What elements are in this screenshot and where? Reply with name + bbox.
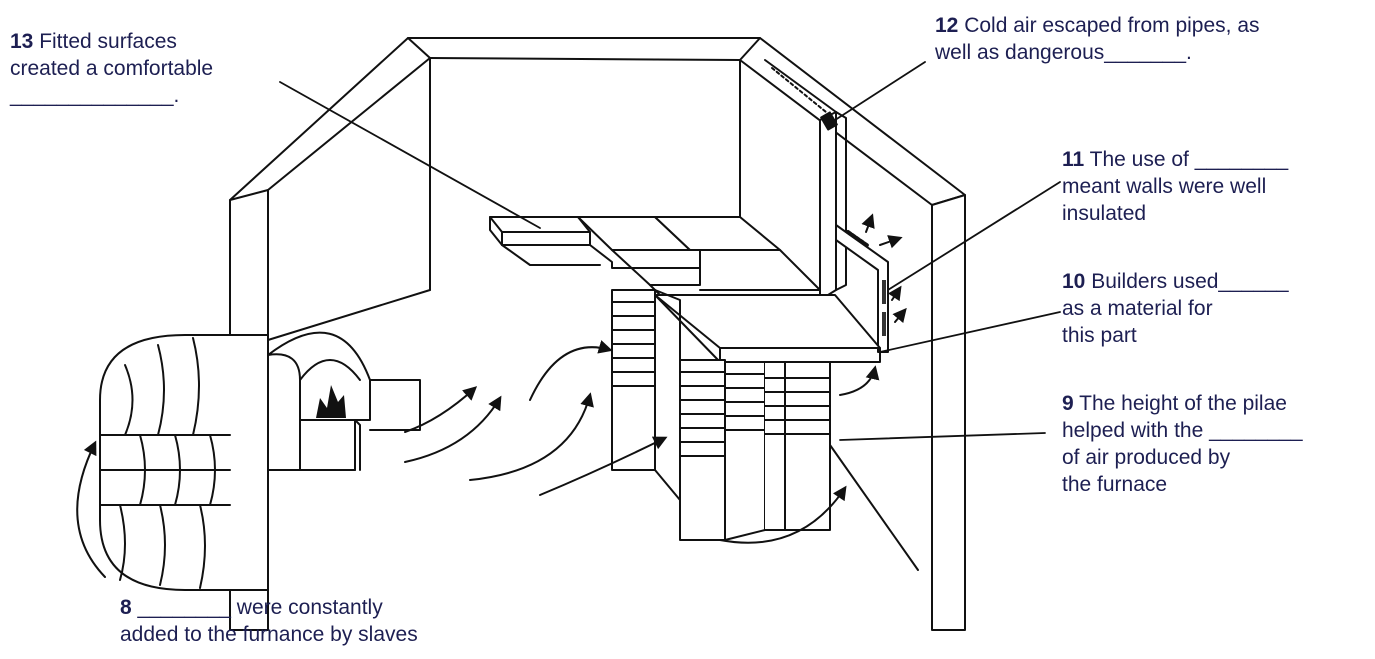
label-11-line2: meant walls were well: [1062, 175, 1267, 198]
leader-lines: [279, 61, 1061, 441]
label-8-blank[interactable]: ________: [137, 596, 231, 619]
label-9-line4: the furnace: [1062, 473, 1168, 496]
label-10: 10 Builders used______ as a material for…: [1062, 268, 1289, 349]
label-8-number: 8: [120, 596, 132, 619]
airflow-arrow-icon: [892, 307, 907, 324]
airflow-arrow-icon: [529, 340, 613, 401]
airflow-arrow-icon: [404, 395, 502, 463]
furnace: [99, 331, 421, 591]
label-12-line2[interactable]: well as dangerous_______.: [935, 41, 1192, 64]
airflow-arrow-icon: [879, 235, 903, 249]
leader-line-13: [279, 81, 541, 229]
airflow-arrow-icon: [404, 386, 478, 433]
label-11: 11 The use of ________ meant walls were …: [1062, 146, 1288, 227]
label-10-number: 10: [1062, 270, 1086, 293]
airflow-arrow-icon: [887, 285, 902, 302]
label-13-number: 13: [10, 30, 34, 53]
airflow-arrow-icon: [839, 365, 880, 396]
label-9-number: 9: [1062, 392, 1074, 415]
airflow-arrow-icon: [861, 213, 875, 233]
airflow-arrows: [76, 213, 907, 578]
airflow-arrow-icon: [469, 392, 594, 481]
label-11-number: 11: [1062, 148, 1085, 171]
leader-line-10: [879, 311, 1061, 353]
airflow-arrow-icon: [76, 440, 106, 578]
label-12: 12 Cold air escaped from pipes, as well …: [935, 12, 1260, 66]
wall-flue-tiles: [764, 59, 889, 353]
airflow-arrow-icon: [719, 485, 847, 544]
label-9-line2[interactable]: helped with the ________: [1062, 419, 1303, 442]
label-11-line3: insulated: [1062, 202, 1147, 225]
leader-line-9: [839, 432, 1046, 441]
label-9-line1: The height of the pilae: [1073, 392, 1287, 415]
label-9: 9 The height of the pilae helped with th…: [1062, 390, 1303, 498]
leader-line-12: [831, 61, 926, 123]
label-10-line1[interactable]: Builders used______: [1085, 270, 1289, 293]
label-13: 13 Fitted surfaces created a comfortable…: [10, 28, 213, 109]
label-9-line3: of air produced by: [1062, 446, 1231, 469]
airflow-arrow-icon: [539, 436, 668, 496]
label-10-line2: as a material for: [1062, 297, 1213, 320]
label-13-line2: created a comfortable: [10, 57, 214, 80]
label-12-number: 12: [935, 14, 959, 37]
label-8-line1: were constantly: [230, 596, 383, 619]
label-13-blank[interactable]: ______________.: [10, 84, 180, 107]
label-8: 8 ________ were constantly added to the …: [120, 594, 418, 648]
fire-icon: [316, 385, 346, 418]
label-12-line1: Cold air escaped from pipes, as: [958, 14, 1260, 37]
label-13-line1: Fitted surfaces: [33, 30, 177, 53]
label-10-line3: this part: [1062, 324, 1137, 347]
leader-line-11: [887, 181, 1061, 291]
label-11-line1[interactable]: The use of ________: [1084, 148, 1289, 171]
label-8-line2: added to the furnance by slaves: [120, 623, 418, 646]
floor-slabs: [489, 216, 881, 363]
